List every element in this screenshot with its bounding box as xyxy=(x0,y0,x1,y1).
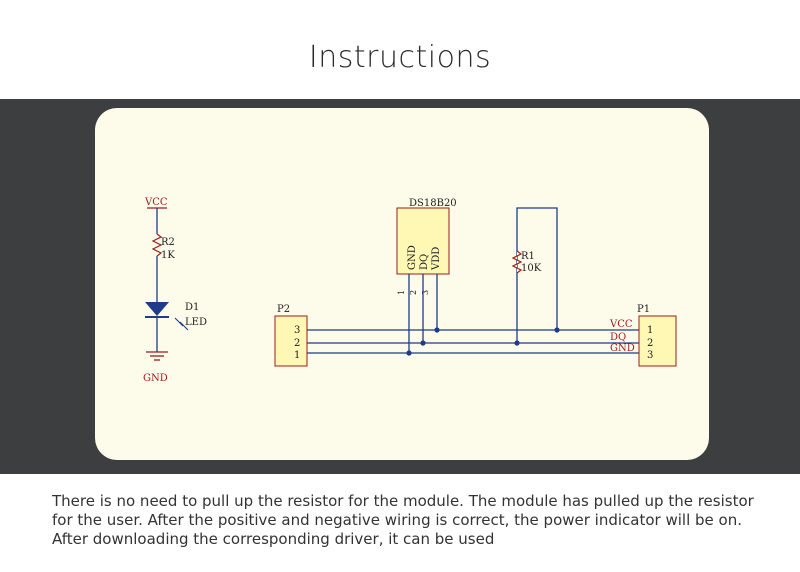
u1-pin-vdd: VDD xyxy=(431,247,442,271)
u1-ds18b20: DS18B20 U1 GND DQ VDD 1 2 3 xyxy=(396,198,457,353)
led-emission-arrow xyxy=(179,321,189,331)
p1-pin-2: 2 xyxy=(647,338,653,349)
p2-connector: P2 3 2 1 xyxy=(274,304,308,367)
power-indicator-circuit: VCC R2 1K D1 LED GND xyxy=(143,197,207,384)
u1-pin-num-2: 2 xyxy=(409,290,418,295)
p1-pin-3: 3 xyxy=(647,350,653,361)
net-label-dq: DQ xyxy=(610,332,626,343)
page-title: Instructions xyxy=(308,40,492,75)
junction-dot xyxy=(420,340,426,346)
led-emission-arrow xyxy=(174,317,184,327)
p2-pin-3: 3 xyxy=(294,325,300,336)
r2-ref: R2 xyxy=(161,237,175,248)
p2-pin-2: 2 xyxy=(294,338,300,349)
u1-pin-gnd: GND xyxy=(407,245,418,270)
p1-pin-1: 1 xyxy=(647,325,653,336)
r1-value: 10K xyxy=(521,263,542,274)
schematic-diagram: VCC R2 1K D1 LED GND DS18B20 U1 GND DQ xyxy=(143,197,677,384)
junction-dot xyxy=(514,340,520,346)
u1-pin-num-3: 3 xyxy=(421,290,430,295)
gnd-label: GND xyxy=(143,373,168,384)
r1-resistor-symbol xyxy=(511,250,523,274)
u1-body xyxy=(396,207,450,275)
r2-resistor-symbol xyxy=(151,233,163,257)
p1-ref: P1 xyxy=(637,304,650,315)
r1-wire-loop xyxy=(516,207,558,343)
u1-pin-dq: DQ xyxy=(419,254,430,270)
u1-part-label: DS18B20 xyxy=(409,198,457,209)
led-symbol xyxy=(145,302,169,316)
u1-pin-num-1: 1 xyxy=(397,290,406,295)
p1-body xyxy=(638,315,677,367)
instructions-text: There is no need to pull up the resistor… xyxy=(52,492,754,548)
net-label-vcc: VCC xyxy=(609,319,633,330)
r1-ref: R1 xyxy=(521,251,535,262)
r1-pullup: R1 10K xyxy=(511,207,558,343)
junction-dot xyxy=(406,350,412,356)
p2-pin-1: 1 xyxy=(294,350,300,361)
junction-dot xyxy=(434,327,440,333)
bus-wires xyxy=(307,327,639,356)
d1-value: LED xyxy=(185,317,207,328)
vcc-label: VCC xyxy=(144,197,168,208)
p2-body xyxy=(274,315,308,367)
d1-ref: D1 xyxy=(185,302,199,313)
r2-value: 1K xyxy=(161,250,175,261)
p1-connector: P1 1 2 3 VCC DQ GND xyxy=(609,304,677,367)
net-label-gnd: GND xyxy=(610,343,635,354)
junction-dot xyxy=(554,327,560,333)
schematic-card: VCC R2 1K D1 LED GND DS18B20 U1 GND DQ xyxy=(95,108,709,460)
p2-ref: P2 xyxy=(277,304,290,315)
